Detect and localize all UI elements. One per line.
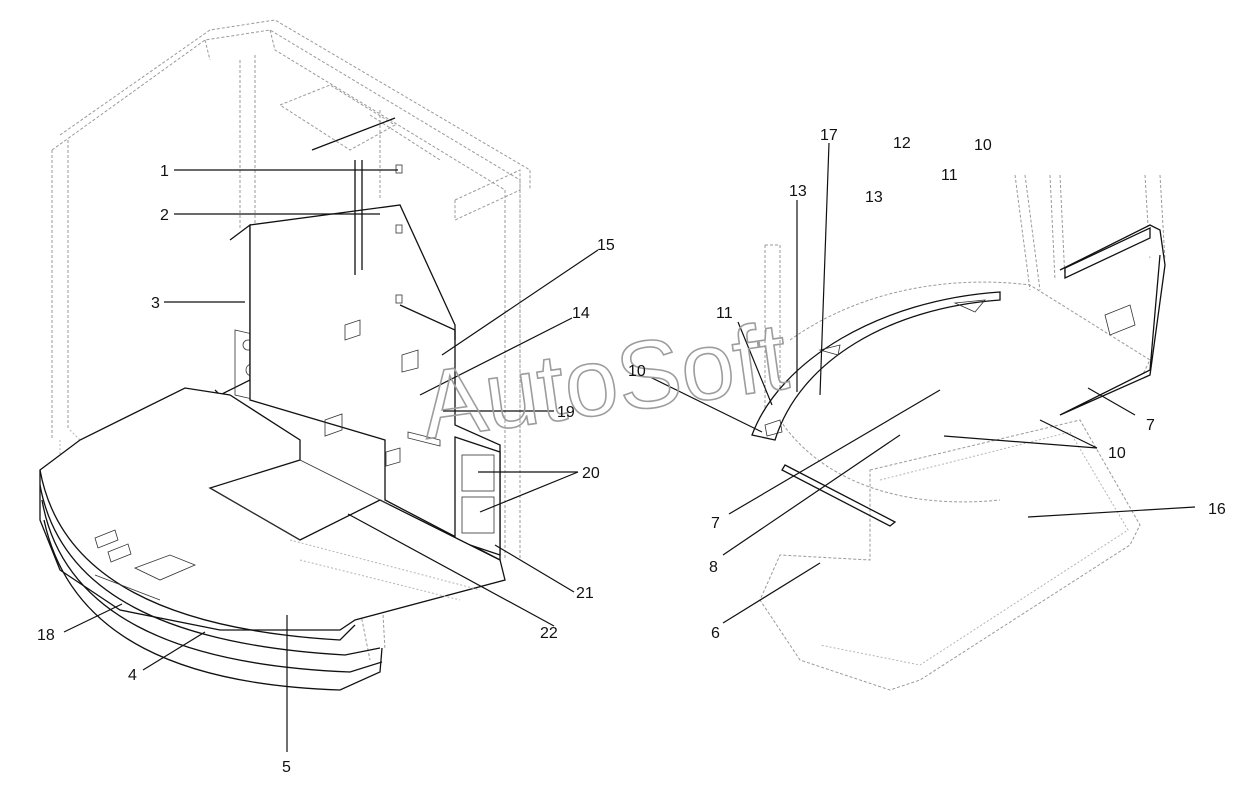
callout-21: 21 [576,585,594,602]
floor-front-trim [39,469,383,691]
callout-7-left: 7 [711,515,720,532]
callout-10-left: 10 [628,363,646,380]
watermark-text: AutoSoft [414,303,794,460]
callout-11-left: 11 [716,305,733,322]
callout-15: 15 [597,237,615,254]
callout-22: 22 [540,625,558,642]
callout-3: 3 [151,295,160,312]
callout-labels: 1 2 3 15 14 19 20 21 22 18 4 5 17 12 10 … [37,127,1226,776]
callout-7-right: 7 [1146,417,1155,434]
callout-1: 1 [160,163,169,180]
floor-mat [759,419,1141,691]
callout-19: 19 [557,404,575,421]
callout-17: 17 [820,127,838,144]
callout-4: 4 [128,667,137,684]
callout-5: 5 [282,759,291,776]
callout-10-right: 10 [1108,445,1126,462]
callout-13-left: 13 [789,183,807,200]
right-cab-frame-outline [764,174,1166,503]
floor-plate [39,387,506,631]
right-sill-panel [1059,224,1166,416]
curved-sill-trim [751,291,1001,441]
callout-16: 16 [1208,501,1226,518]
callout-2: 2 [160,207,169,224]
access-covers [454,436,501,556]
callout-18: 18 [37,627,55,644]
left-cab-assembly [39,19,531,691]
leader-lines [63,142,1196,752]
callout-11-top: 11 [941,167,958,184]
callout-20: 20 [582,465,600,482]
floor-strip [781,464,897,527]
callout-6: 6 [711,625,720,642]
callout-13-right: 13 [865,189,883,206]
callout-14: 14 [572,305,590,322]
callout-12: 12 [893,135,911,152]
callout-10-top: 10 [974,137,992,154]
callout-8: 8 [709,559,718,576]
right-floor-assembly [751,174,1166,691]
